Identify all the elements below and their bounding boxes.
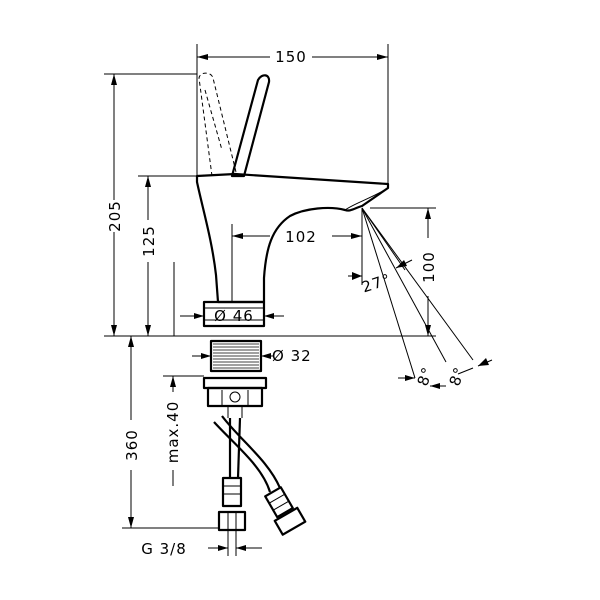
dimension-lines: [104, 44, 493, 556]
faucet-body: [195, 172, 390, 328]
dim-spray-angle-1: 8°: [414, 364, 437, 388]
dim-reach-102: 102: [285, 228, 317, 246]
dim-height-125: 125: [140, 225, 158, 257]
dim-length-360: 360: [123, 429, 141, 461]
faucet-lever: [198, 72, 271, 178]
dim-connection-g38: G 3/8: [141, 540, 187, 558]
dimension-labels: 150 205 125 102 100 27° Ø 46 Ø 32 max.40…: [106, 48, 469, 558]
dim-diameter-32: Ø 32: [272, 347, 312, 365]
supply-hoses: [213, 415, 307, 536]
dim-height-205: 205: [106, 200, 124, 232]
dim-width-150: 150: [275, 48, 307, 66]
dim-diameter-46: Ø 46: [214, 307, 254, 325]
dim-spray-angle-2: 8°: [446, 364, 469, 388]
spray-lines: [361, 207, 474, 379]
dim-max-40: max.40: [164, 401, 182, 464]
mounting-shank: [202, 339, 268, 418]
dim-height-100: 100: [420, 251, 438, 283]
